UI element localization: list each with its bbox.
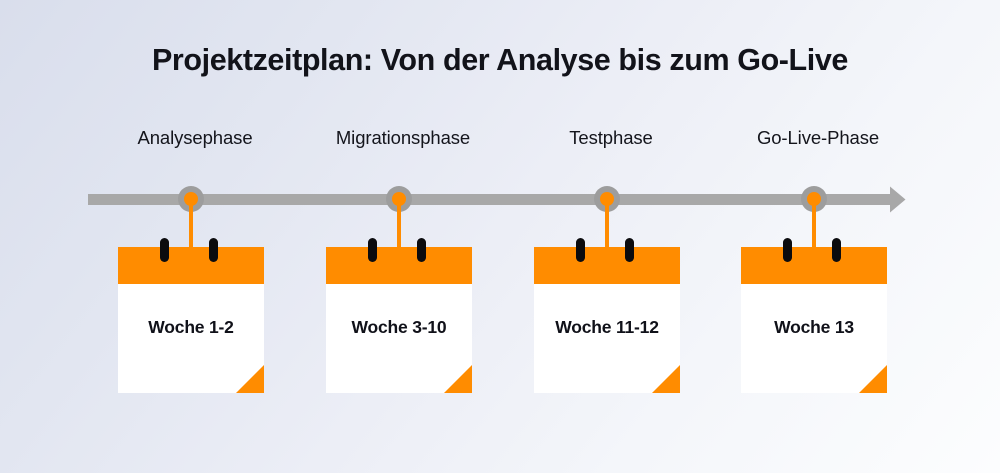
calendar-ring-left-icon bbox=[160, 238, 169, 262]
phase-connector-line bbox=[397, 199, 401, 247]
calendar-card-body bbox=[741, 284, 887, 393]
calendar-card[interactable]: Woche 3-10 bbox=[326, 238, 472, 393]
calendar-card-header bbox=[118, 247, 264, 284]
calendar-card[interactable]: Woche 1-2 bbox=[118, 238, 264, 393]
timeline-phase-3[interactable]: Testphase Woche 11-12 bbox=[501, 0, 721, 473]
calendar-card-header bbox=[534, 247, 680, 284]
calendar-card-header bbox=[741, 247, 887, 284]
page-fold-corner-icon bbox=[859, 365, 887, 393]
calendar-ring-right-icon bbox=[625, 238, 634, 262]
page-fold-corner-icon bbox=[444, 365, 472, 393]
arrow-right-icon bbox=[876, 186, 906, 213]
calendar-card-header bbox=[326, 247, 472, 284]
calendar-week-label: Woche 11-12 bbox=[555, 317, 659, 337]
calendar-card[interactable]: Woche 13 bbox=[741, 238, 887, 393]
calendar-week-label: Woche 3-10 bbox=[351, 317, 447, 337]
phase-label: Testphase bbox=[569, 127, 653, 148]
page-title: Projektzeitplan: Von der Analyse bis zum… bbox=[151, 43, 848, 77]
calendar-card[interactable]: Woche 11-12 bbox=[534, 238, 680, 393]
timeline-axis bbox=[88, 194, 888, 205]
timeline-phase-1[interactable]: Analysephase Woche 1-2 bbox=[85, 0, 305, 473]
page-fold-corner-icon bbox=[652, 365, 680, 393]
calendar-card-body bbox=[326, 284, 472, 393]
calendar-ring-right-icon bbox=[417, 238, 426, 262]
calendar-week-label: Woche 13 bbox=[774, 317, 854, 337]
calendar-ring-left-icon bbox=[783, 238, 792, 262]
phase-connector-line bbox=[605, 199, 609, 247]
calendar-week-label: Woche 1-2 bbox=[148, 317, 234, 337]
phase-connector-line bbox=[812, 199, 816, 247]
phase-label: Go-Live-Phase bbox=[756, 127, 880, 148]
phase-label: Migrationsphase bbox=[335, 127, 471, 148]
timeline-phase-4[interactable]: Go-Live-Phase Woche 13 bbox=[708, 0, 928, 473]
timeline-phase-2[interactable]: Migrationsphase Woche 3-10 bbox=[293, 0, 513, 473]
calendar-ring-left-icon bbox=[576, 238, 585, 262]
calendar-ring-left-icon bbox=[368, 238, 377, 262]
calendar-card-body bbox=[118, 284, 264, 393]
calendar-ring-right-icon bbox=[209, 238, 218, 262]
calendar-card-body bbox=[534, 284, 680, 393]
phase-connector-line bbox=[189, 199, 193, 247]
page-fold-corner-icon bbox=[236, 365, 264, 393]
calendar-ring-right-icon bbox=[832, 238, 841, 262]
phase-label: Analysephase bbox=[137, 127, 253, 148]
